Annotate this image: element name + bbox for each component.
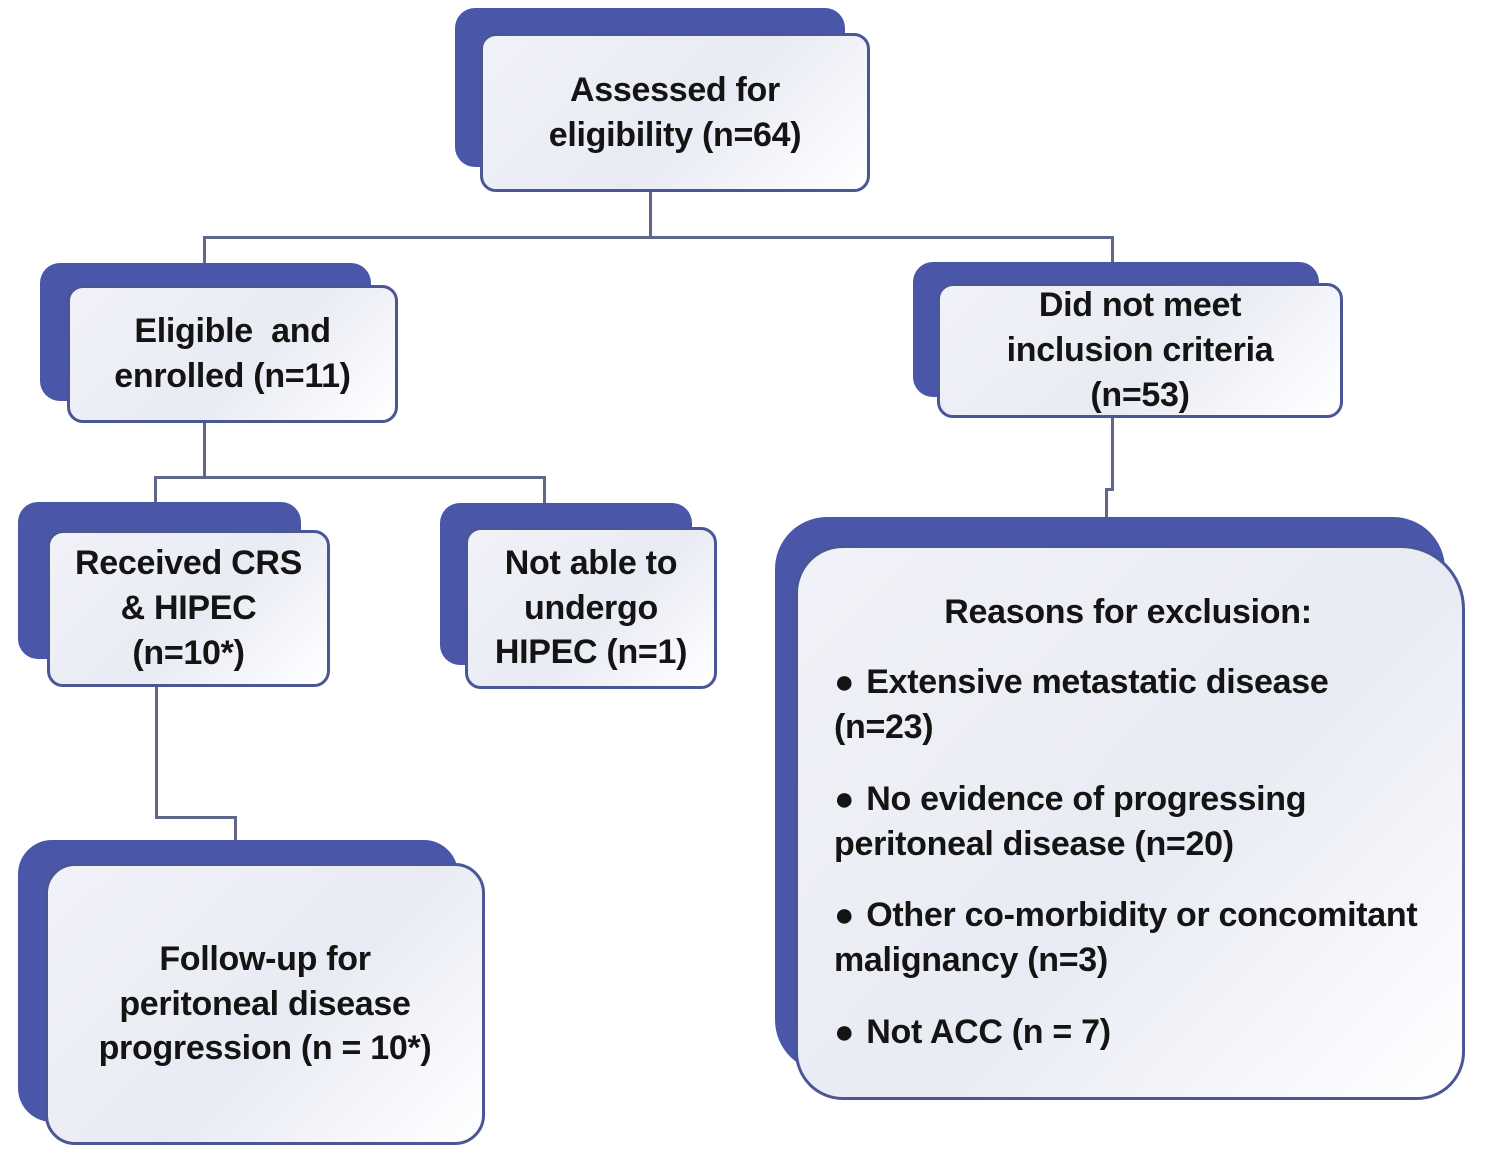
exclusion-item-metastatic: ●Extensive metastatic disease (n=23) <box>834 660 1422 750</box>
node-eligible-face: Eligible and enrolled (n=11) <box>67 285 398 423</box>
node-followup-label: Follow-up for peritoneal disease progres… <box>98 939 432 1068</box>
bullet-icon: ● <box>834 779 855 818</box>
connector-level1-horizontal <box>203 236 1114 239</box>
exclusion-item-no-progression-text: No evidence of progressing peritoneal di… <box>834 779 1316 863</box>
exclusion-item-comorbidity-text: Other co-morbidity or concomitant malign… <box>834 896 1436 980</box>
node-not-able-face: Not able to undergo HIPEC (n=1) <box>465 527 717 689</box>
connector-drop-followup <box>234 816 237 844</box>
node-eligible-and-enrolled: Eligible and enrolled (n=11) <box>40 263 398 423</box>
node-did-not-meet-face: Did not meet inclusion criteria (n=53) <box>937 283 1343 418</box>
exclusion-item-metastatic-text: Extensive metastatic disease (n=23) <box>834 663 1338 747</box>
connector-drop-not-able <box>543 476 546 506</box>
node-crs-label: Received CRS & HIPEC (n=10*) <box>75 544 302 672</box>
bullet-icon: ● <box>834 896 855 935</box>
connector-drop-exclusion <box>1105 488 1108 520</box>
node-followup: Follow-up for peritoneal disease progres… <box>18 840 485 1145</box>
node-did-not-meet-criteria: Did not meet inclusion criteria (n=53) <box>913 262 1343 418</box>
node-followup-face: Follow-up for peritoneal disease progres… <box>45 863 485 1145</box>
node-reasons-for-exclusion: Reasons for exclusion: ●Extensive metast… <box>775 517 1465 1100</box>
bullet-icon: ● <box>834 663 855 702</box>
connector-eligible-stem <box>203 423 206 479</box>
node-exclusion-face: Reasons for exclusion: ●Extensive metast… <box>795 545 1465 1100</box>
node-not-able-label: Not able to undergo HIPEC (n=1) <box>494 543 688 672</box>
connector-level2-horizontal <box>154 476 546 479</box>
node-received-crs-hipec: Received CRS & HIPEC (n=10*) <box>18 502 330 687</box>
connector-crs-elbow <box>155 816 237 819</box>
node-did-not-meet-label: Did not meet inclusion criteria (n=53) <box>1006 286 1274 414</box>
connector-drop-eligible <box>203 236 206 266</box>
bullet-icon: ● <box>834 1012 855 1051</box>
node-eligible-label: Eligible and enrolled (n=11) <box>114 312 351 395</box>
exclusion-item-not-acc: ● Not ACC (n = 7) <box>834 1010 1422 1055</box>
exclusion-item-not-acc-text: Not ACC (n = 7) <box>866 1012 1111 1051</box>
connector-exclusion-jog <box>1105 488 1114 491</box>
exclusion-heading: Reasons for exclusion: <box>944 593 1312 631</box>
exclusion-item-no-progression: ●No evidence of progressing peritoneal d… <box>834 777 1422 867</box>
node-not-able-hipec: Not able to undergo HIPEC (n=1) <box>440 503 717 689</box>
node-assessed-label: Assessed for eligibility (n=64) <box>548 70 802 154</box>
connector-crs-stem <box>155 687 158 819</box>
connector-drop-did-not-meet <box>1111 236 1114 266</box>
node-assessed-face: Assessed for eligibility (n=64) <box>480 33 870 192</box>
node-assessed-for-eligibility: Assessed for eligibility (n=64) <box>455 8 870 192</box>
connector-did-not-meet-stem <box>1111 418 1114 491</box>
exclusion-item-comorbidity: ●Other co-morbidity or concomitant malig… <box>834 893 1422 983</box>
connector-assessed-stem <box>649 191 652 239</box>
node-crs-face: Received CRS & HIPEC (n=10*) <box>47 530 330 687</box>
connector-drop-crs <box>154 476 157 506</box>
